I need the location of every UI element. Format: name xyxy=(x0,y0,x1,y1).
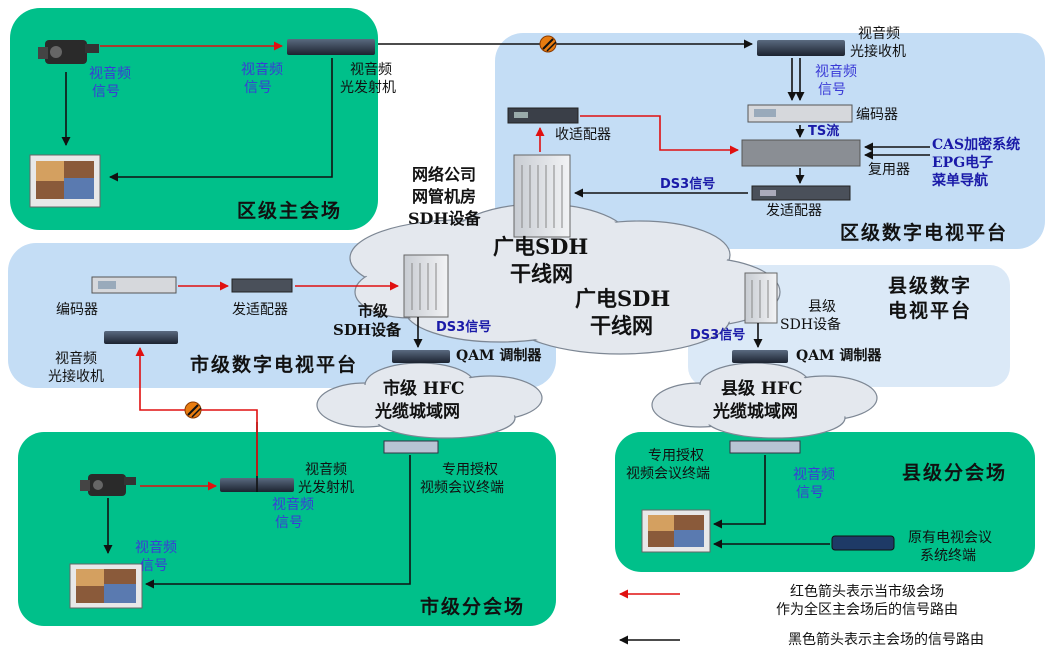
label-city-encoder: 编码器 xyxy=(56,302,98,318)
label-send-adapter: 发适配器 xyxy=(766,203,822,219)
network-label-county-hfc-1: 县级 HFC xyxy=(721,379,803,399)
label-cas: CAS加密系统 xyxy=(932,137,1021,153)
zone-title-county-dtv-1: 县级数字 xyxy=(888,275,973,297)
send-adapter-device xyxy=(751,185,851,201)
fiber-link-icon xyxy=(184,401,202,419)
label-city-send-adapter: 发适配器 xyxy=(232,302,288,318)
zone-district-main xyxy=(10,8,378,230)
zone-title-district-main: 区级主会场 xyxy=(237,200,343,222)
label-city-sdh-1: 市级 xyxy=(358,302,389,320)
zone-county-branch xyxy=(615,432,1035,572)
label-netco-3: SDH设备 xyxy=(408,209,481,228)
label-optical-tx: 视音频 xyxy=(350,62,392,78)
label-epg-b: 菜单导航 xyxy=(932,173,988,189)
label-epg: EPG电子 xyxy=(932,155,994,171)
label-optical-tx-b: 光发射机 xyxy=(340,80,396,96)
sdh-equipment-server xyxy=(513,154,571,238)
label-netco-1: 网络公司 xyxy=(412,165,477,184)
legacy-terminal-device xyxy=(831,535,895,551)
optical-transmitter-device xyxy=(287,39,375,55)
label-county-sdh-2: SDH设备 xyxy=(780,317,842,333)
monitor-icon xyxy=(641,509,711,553)
label-city-optical-tx-b: 光发射机 xyxy=(298,480,354,496)
label-city-vc-terminal: 专用授权 xyxy=(442,462,498,478)
link-line xyxy=(145,455,411,589)
label-county-sdh-1: 县级 xyxy=(808,299,836,315)
link-line xyxy=(109,58,333,182)
label-optical-rx: 视音频 xyxy=(858,26,900,42)
network-label-city-hfc-2: 光缆城域网 xyxy=(375,402,460,422)
network-label-sdh-2: 干线网 xyxy=(510,261,573,286)
label-optical-rx-b: 光接收机 xyxy=(850,44,906,60)
label-av-signal-dd: 视音频 xyxy=(815,64,857,80)
label-county-vc-terminal: 专用授权 xyxy=(648,448,704,464)
city-sdh-server xyxy=(403,254,449,318)
network-label-city-hfc-1: 市级 HFC xyxy=(383,379,465,399)
label-av-signal-1b: 信号 xyxy=(92,84,120,100)
monitor-icon xyxy=(29,154,101,208)
label-city-optical-tx: 视音频 xyxy=(305,462,347,478)
label-ds3-county: DS3信号 xyxy=(690,328,746,343)
label-multiplexer: 复用器 xyxy=(868,162,910,178)
label-legacy-terminal: 原有电视会议 xyxy=(908,530,992,546)
optical-receiver-device xyxy=(757,40,845,56)
network-label-sdh-4: 干线网 xyxy=(590,313,653,338)
label-qam-county: QAM 调制器 xyxy=(796,348,882,364)
label-receive-adapter: 收适配器 xyxy=(555,127,611,143)
label-city-sdh-2: SDH设备 xyxy=(333,321,402,339)
monitor-icon xyxy=(69,563,143,609)
zone-city-branch xyxy=(18,432,556,626)
network-label-sdh-3: 广电SDH xyxy=(575,286,671,311)
label-av-signal-county: 视音频 xyxy=(793,467,835,483)
camera-icon xyxy=(38,40,99,64)
label-city-optical-rx: 视音频 xyxy=(55,351,97,367)
link-line-red xyxy=(580,115,739,155)
label-av-signal-1: 视音频 xyxy=(89,66,131,82)
zone-title-county-branch: 县级分会场 xyxy=(902,462,1008,484)
label-av-signal-cb2: 视音频 xyxy=(135,540,177,556)
label-av-signal-2: 视音频 xyxy=(241,62,283,78)
encoder-device xyxy=(747,104,853,123)
legend-red-line2: 作为全区主会场后的信号路由 xyxy=(776,602,958,618)
label-county-vc-terminal-b: 视频会议终端 xyxy=(626,466,710,482)
city-encoder-device xyxy=(91,276,177,294)
county-vc-terminal-device xyxy=(729,440,801,454)
label-av-signal-dd-b: 信号 xyxy=(818,82,846,98)
camera-icon xyxy=(80,474,136,496)
label-legacy-terminal-b: 系统终端 xyxy=(920,548,976,564)
multiplexer-device xyxy=(741,139,861,167)
label-ts-stream: TS流 xyxy=(808,124,840,139)
network-label-sdh-1: 广电SDH xyxy=(493,234,589,259)
label-city-optical-rx-b: 光接收机 xyxy=(48,369,104,385)
label-av-signal-2b: 信号 xyxy=(244,80,272,96)
receive-adapter-device xyxy=(507,107,579,124)
label-encoder: 编码器 xyxy=(856,107,898,123)
label-av-signal-cb2-b: 信号 xyxy=(140,558,168,574)
label-city-vc-terminal-b: 视频会议终端 xyxy=(420,480,504,496)
city-send-adapter-device xyxy=(231,278,293,293)
county-qam-device xyxy=(732,350,788,363)
label-ds3-city: DS3信号 xyxy=(436,320,492,335)
network-label-county-hfc-2: 光缆城域网 xyxy=(713,402,798,422)
zone-title-county-dtv-2: 电视平台 xyxy=(888,300,973,322)
label-qam-city: QAM 调制器 xyxy=(456,348,542,364)
legend-red-line1: 红色箭头表示当市级会场 xyxy=(790,584,944,600)
label-av-signal-county-b: 信号 xyxy=(796,485,824,501)
city-vc-terminal-device xyxy=(383,440,439,454)
label-av-signal-cb1-b: 信号 xyxy=(275,515,303,531)
city-optical-receiver-device xyxy=(104,331,178,344)
zone-title-city-branch: 市级分会场 xyxy=(420,596,526,618)
link-line xyxy=(713,455,766,529)
zone-title-city-dtv: 市级数字电视平台 xyxy=(190,354,359,376)
legend-black: 黑色箭头表示主会场的信号路由 xyxy=(788,632,984,648)
county-sdh-server xyxy=(744,272,778,324)
label-netco-2: 网管机房 xyxy=(412,187,477,206)
city-qam-device xyxy=(392,350,450,363)
label-av-signal-cb1: 视音频 xyxy=(272,497,314,513)
fiber-link-icon xyxy=(539,35,557,53)
zone-title-district-dtv: 区级数字电视平台 xyxy=(840,222,1009,244)
label-ds3-dd: DS3信号 xyxy=(660,177,716,192)
